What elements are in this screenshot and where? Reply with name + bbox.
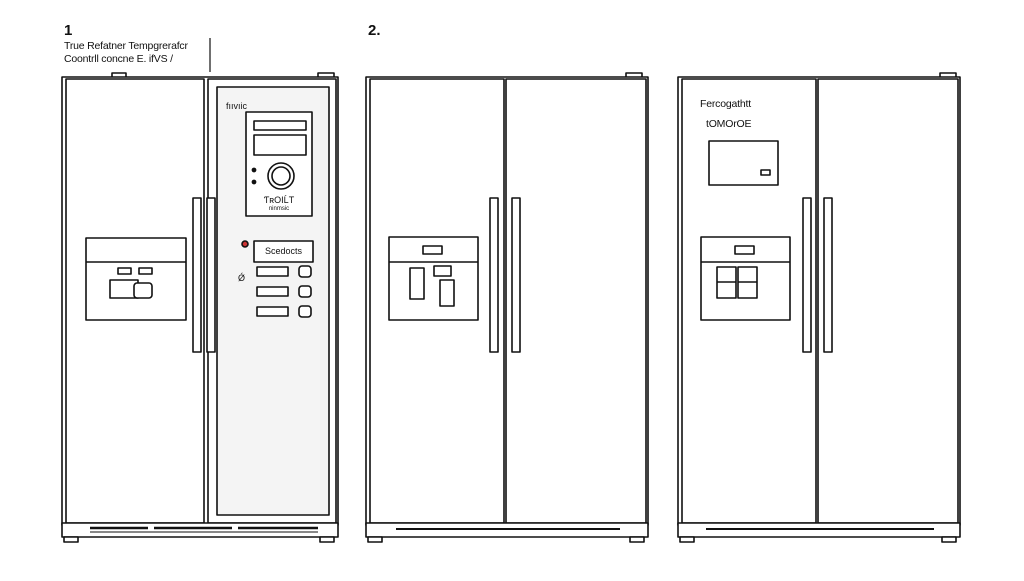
fridge-1-foot-right xyxy=(319,536,335,543)
fridge-1 xyxy=(61,72,339,543)
fridge-1-control-slot-2 xyxy=(256,286,289,297)
fridge-1-dispenser-spout xyxy=(133,282,153,299)
fridge-1-dispenser-button-1 xyxy=(117,267,132,275)
fridge-1-foot-left xyxy=(63,536,79,543)
fridge-3-foot-right xyxy=(941,536,957,543)
figure-1-caption-line1: True Refatner Tempgrerafcr xyxy=(64,40,188,52)
fridge-1-control-knob-inner xyxy=(271,166,291,186)
fridge-2-foot-left xyxy=(367,536,383,543)
fridge-1-display-sublabel: ninmsic xyxy=(268,206,290,212)
fridge-1-right-handle xyxy=(206,197,216,353)
fridge-3-foot-left xyxy=(679,536,695,543)
fridge-3-dispenser-badge xyxy=(734,245,755,255)
fridge-2-right-handle xyxy=(511,197,521,353)
fridge-1-indicator-light xyxy=(241,240,249,248)
fridge-1-select-button-frame xyxy=(253,240,314,263)
fridge-2-dispenser-lever xyxy=(409,267,425,300)
fridge-1-dispenser xyxy=(85,237,187,321)
fridge-3-display-indicator xyxy=(760,169,771,176)
fridge-1-control-icon-2 xyxy=(298,285,312,298)
fridge-2-foot-right xyxy=(629,536,645,543)
fridge-1-control-icon-3 xyxy=(298,305,312,318)
fridge-1-display-label: ƬʀOIĹT xyxy=(263,195,295,205)
fridge-2-left-handle xyxy=(489,197,499,353)
fridge-1-side-mark: Ǿ xyxy=(238,273,246,283)
figure-2-number: 2. xyxy=(368,22,381,39)
figure-1-caption-line2: Coontrll concne E. ifVS / xyxy=(64,53,173,65)
fridge-3 xyxy=(677,72,961,543)
fridge-3-panel-title: Fercogathtt xyxy=(700,98,751,110)
fridge-1-dispenser-button-2 xyxy=(138,267,153,275)
fridge-2-dispenser-tab xyxy=(433,265,452,277)
fridge-3-right-handle xyxy=(823,197,833,353)
fridge-3-panel-subtitle: tOMOrOE xyxy=(706,118,752,130)
fridge-1-base xyxy=(61,522,339,538)
fridge-1-display-screen-top xyxy=(253,120,307,131)
fridge-2-dispenser-spout xyxy=(439,279,455,307)
fridge-3-right-door xyxy=(817,78,959,524)
fridge-3-display-panel xyxy=(708,140,779,186)
fridge-2-right-door xyxy=(505,78,647,524)
fridge-2-dispenser-badge xyxy=(422,245,443,255)
fridge-3-left-handle xyxy=(802,197,812,353)
fridge-1-select-button-label: Scedocts xyxy=(264,246,303,256)
fridge-2 xyxy=(365,72,649,543)
fridge-1-knob-mark-2 xyxy=(251,179,257,185)
fridge-1-control-slot-3 xyxy=(256,306,289,317)
fridge-1-left-handle xyxy=(192,197,202,353)
fridge-1-control-icon-1 xyxy=(298,265,312,278)
fridge-1-display-screen xyxy=(253,134,307,156)
fridge-1-control-slot-1 xyxy=(256,266,289,277)
figure-1-number: 1 xyxy=(64,22,73,39)
fridge-1-panel-brand: fııvıic xyxy=(226,101,248,111)
fridge-1-knob-mark-1 xyxy=(251,167,257,173)
